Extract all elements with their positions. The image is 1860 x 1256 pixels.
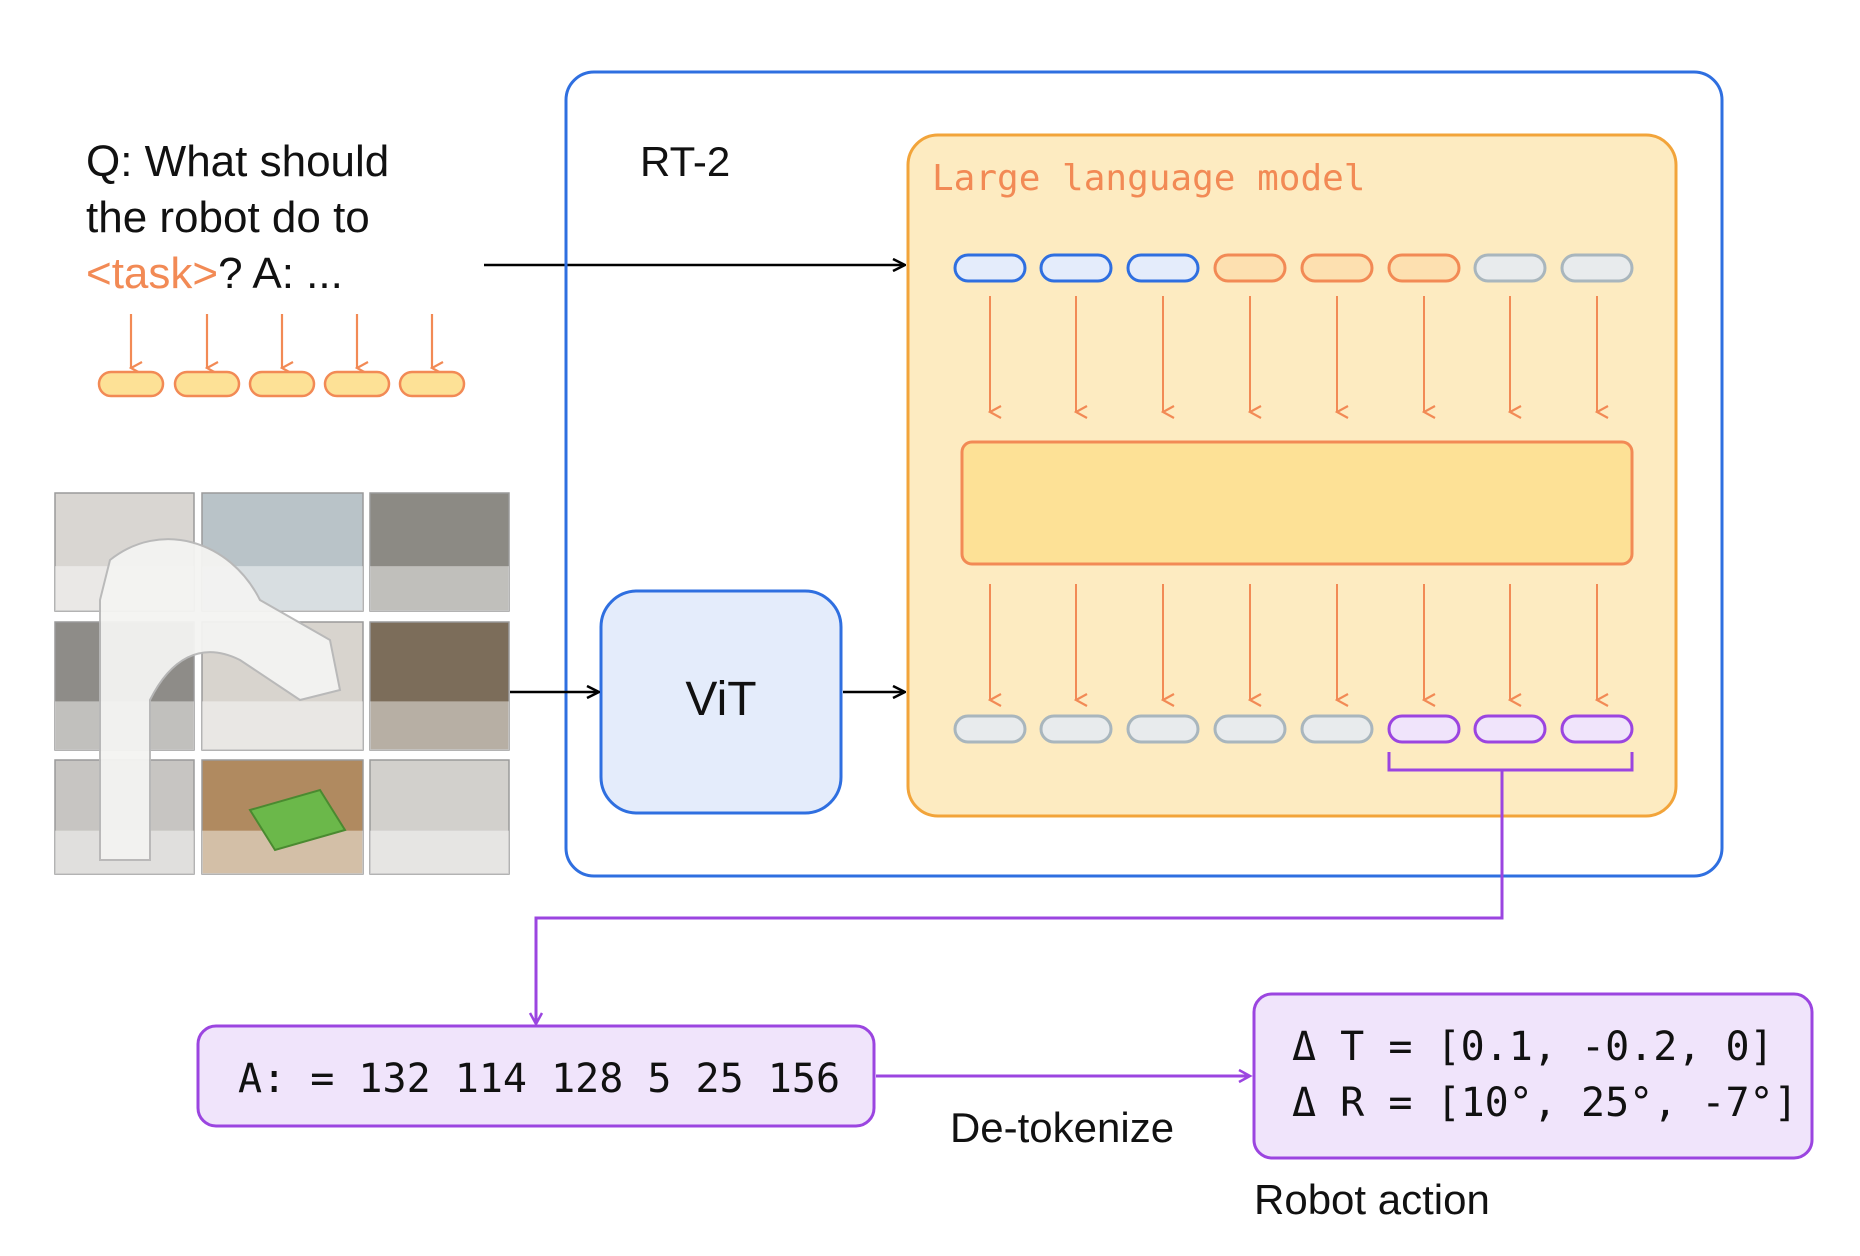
vit-box bbox=[599, 589, 843, 815]
robot-action-caption: Robot action bbox=[1254, 1176, 1490, 1223]
action-tokens-to-output-arrow bbox=[528, 770, 1504, 1027]
prompt-token bbox=[97, 370, 165, 398]
llm-title: Large language model bbox=[932, 158, 1365, 199]
robot-action-box bbox=[1252, 992, 1814, 1160]
camera-image-tile bbox=[369, 621, 510, 751]
llm-core-block bbox=[960, 440, 1634, 566]
robot-action-translation: Δ T = [0.1, -0.2, 0] bbox=[1292, 1024, 1774, 1070]
llm-output-token bbox=[1300, 714, 1374, 744]
llm-input-token bbox=[1213, 253, 1287, 283]
detokenize-label: De-tokenize bbox=[950, 1104, 1174, 1151]
rt2-title: RT-2 bbox=[640, 138, 730, 185]
llm-input-token bbox=[1387, 253, 1461, 283]
prompt-line-3: <task>? A: ... bbox=[86, 249, 343, 298]
prompt-token-group bbox=[97, 314, 466, 398]
prompt-line-2: the robot do to bbox=[86, 193, 370, 242]
llm-input-token bbox=[1126, 253, 1200, 283]
camera-image-tile bbox=[369, 759, 510, 875]
tile-counter-surface bbox=[370, 830, 509, 874]
robot-action-rotation: Δ R = [10°, 25°, -7°] bbox=[1292, 1080, 1798, 1126]
robot-arm-silhouette bbox=[99, 538, 342, 861]
action-token-bracket bbox=[1387, 752, 1634, 772]
llm-token-group bbox=[953, 253, 1634, 744]
rt2-model-box bbox=[564, 70, 1724, 878]
tile-counter-surface bbox=[370, 566, 509, 611]
camera-image-tile bbox=[201, 492, 364, 612]
prompt-token bbox=[323, 370, 391, 398]
prompt-token bbox=[398, 370, 466, 398]
tile-counter-surface bbox=[370, 701, 509, 750]
prompt-token bbox=[248, 370, 316, 398]
llm-output-token bbox=[1126, 714, 1200, 744]
llm-output-token bbox=[1039, 714, 1113, 744]
llm-action-token bbox=[1473, 714, 1547, 744]
chip-bag-object bbox=[248, 788, 347, 852]
camera-image-tile bbox=[369, 492, 510, 612]
task-token-text: <task> bbox=[86, 249, 218, 298]
llm-output-token bbox=[953, 714, 1027, 744]
llm-output-token bbox=[1213, 714, 1287, 744]
llm-input-token bbox=[1560, 253, 1634, 283]
output-tokens-text: A: = 132 114 128 5 25 156 bbox=[238, 1056, 840, 1102]
llm-input-token bbox=[1300, 253, 1374, 283]
llm-input-token bbox=[1039, 253, 1113, 283]
llm-input-token bbox=[953, 253, 1027, 283]
robot-camera-image-grid bbox=[54, 492, 510, 875]
llm-action-token bbox=[1560, 714, 1634, 744]
llm-action-token bbox=[1387, 714, 1461, 744]
llm-input-token bbox=[1473, 253, 1547, 283]
vit-label: ViT bbox=[685, 673, 756, 726]
prompt-token bbox=[173, 370, 241, 398]
output-tokens-box bbox=[196, 1024, 876, 1128]
tile-counter-surface bbox=[202, 701, 363, 750]
prompt-line-3-rest: ? A: ... bbox=[218, 249, 343, 298]
prompt-line-1: Q: What should bbox=[86, 137, 389, 186]
